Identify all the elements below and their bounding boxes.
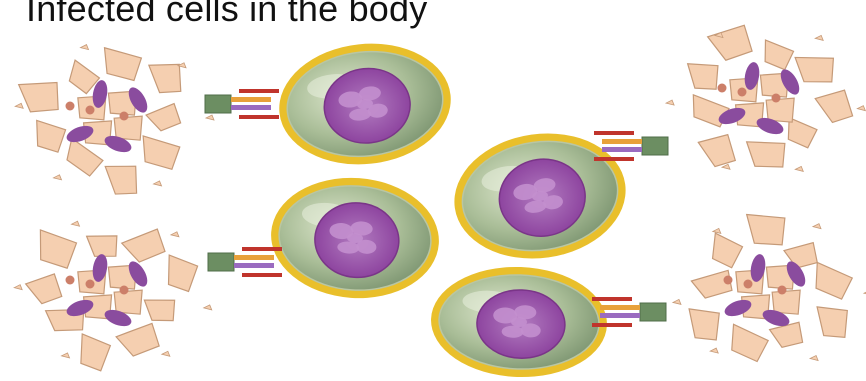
t-cell-icon [429, 264, 609, 380]
infected-cell-fragments-icon [666, 20, 865, 171]
infected-cell-fragments-icon [15, 45, 214, 198]
t-cells [267, 35, 634, 380]
t-cell-icon [273, 35, 457, 172]
receptor-binding-icon [208, 247, 282, 277]
t-cell-icon [267, 172, 443, 303]
t-cell-icon [446, 123, 634, 270]
infected-cell-fragments-icon [673, 213, 866, 363]
receptor-binding-icon [205, 89, 279, 119]
infected-cell-fragments-icon [14, 221, 212, 371]
